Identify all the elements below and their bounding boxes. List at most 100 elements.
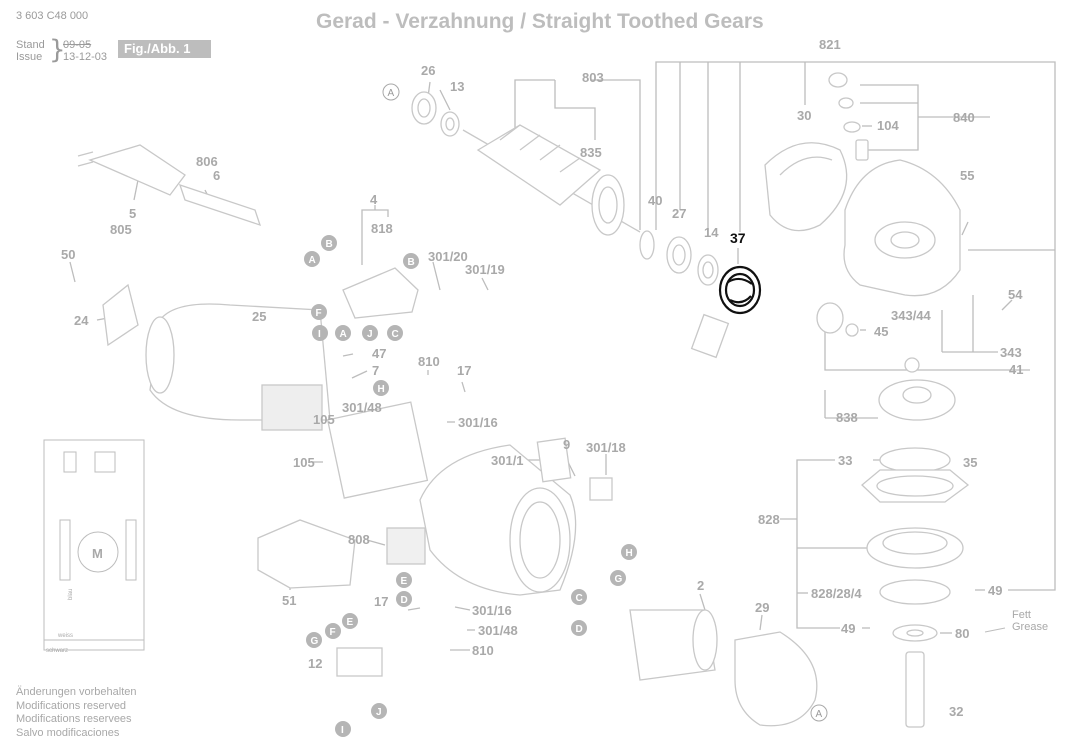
svg-text:I: I: [318, 329, 321, 340]
part-label: 806: [196, 154, 218, 169]
footer-notes: Änderungen vorbehalten Modifications res…: [16, 686, 136, 740]
part-label-highlighted: 37: [730, 230, 746, 246]
svg-text:B: B: [326, 239, 333, 250]
part-label: 7: [372, 363, 379, 378]
ref-marker-j: J: [371, 703, 387, 719]
part-label: 49: [841, 621, 855, 636]
ref-marker-e: E: [396, 572, 412, 588]
part-label: 54: [1008, 287, 1023, 302]
footer-note: Modifications reserved: [16, 699, 127, 712]
schematic-wire-white: weiss: [57, 633, 73, 639]
ref-marker-f: F: [311, 304, 327, 320]
part-label: 810: [418, 354, 440, 369]
part-label: 49: [988, 583, 1002, 598]
part-label: 2: [697, 578, 704, 593]
part-label: 301/48: [478, 623, 518, 638]
part-label: 26: [421, 63, 435, 78]
schematic-wire-blue: blau: [68, 589, 74, 600]
figure-label: Fig./Abb. 1: [124, 41, 191, 56]
part-label: 808: [348, 532, 370, 547]
figure-badge: [118, 40, 211, 58]
part-label: 810: [472, 643, 494, 658]
diagram-title: Gerad - Verzahnung / Straight Toothed Ge…: [316, 10, 764, 33]
ref-marker-b: B: [321, 235, 337, 251]
ref-marker-c: C: [571, 589, 587, 605]
svg-text:D: D: [576, 624, 583, 635]
part-label: 5: [129, 206, 136, 221]
ref-marker-d: D: [396, 591, 412, 607]
part-label: 821: [819, 37, 841, 52]
stand-date: 09-05: [63, 39, 92, 51]
grease-note-en: Grease: [1012, 621, 1048, 633]
ref-marker-j: J: [362, 325, 378, 341]
part-label: 343: [1000, 345, 1022, 360]
ref-marker-c: C: [387, 325, 403, 341]
part-label: 40: [648, 193, 662, 208]
part-label: 32: [949, 704, 963, 719]
part-label: 51: [282, 593, 296, 608]
svg-text:F: F: [330, 627, 336, 638]
part-label: 838: [836, 410, 858, 425]
leader-lines: [69, 61, 1056, 651]
ref-marker-i: I: [312, 325, 328, 341]
ref-marker-a-outline: A: [382, 83, 400, 101]
schematic-motor-label: M: [92, 546, 103, 561]
part-label: 803: [582, 70, 604, 85]
reference-markers: B A B F I A J C H H G C D E D E F G I J …: [304, 83, 828, 737]
svg-text:C: C: [392, 329, 399, 340]
svg-text:A: A: [340, 329, 347, 340]
ref-marker-d: D: [571, 620, 587, 636]
issue-date: 13-12-03: [63, 51, 108, 63]
part-label: 301/19: [465, 262, 505, 277]
part-label: 80: [955, 626, 969, 641]
svg-text:A: A: [816, 709, 823, 720]
component-drawings: [77, 72, 970, 728]
svg-text:E: E: [401, 576, 408, 587]
part-label: 13: [450, 79, 464, 94]
part-label: 45: [874, 324, 888, 339]
part-label: 27: [672, 206, 686, 221]
part-number-labels: 26 13 803 835 821 840 104 30 55 40 27 14…: [61, 37, 1023, 719]
schematic-wire-black: schwarz: [46, 648, 68, 654]
svg-text:C: C: [576, 593, 583, 604]
svg-text:I: I: [341, 725, 344, 736]
part-label: 33: [838, 453, 852, 468]
part-label: 24: [74, 313, 89, 328]
ref-marker-h: H: [373, 380, 389, 396]
part-label: 805: [110, 222, 132, 237]
ref-marker-h: H: [621, 544, 637, 560]
part-label: 29: [755, 600, 769, 615]
ref-marker-a-outline: A: [810, 704, 828, 722]
stand-label: Stand: [16, 39, 45, 51]
ref-marker-g: G: [306, 632, 322, 648]
part-37-bearing-drawing: [718, 265, 762, 315]
svg-text:H: H: [626, 548, 633, 559]
ref-marker-g: G: [610, 570, 626, 586]
ref-marker-b: B: [403, 253, 419, 269]
footer-note: Änderungen vorbehalten: [16, 686, 137, 698]
part-label: 47: [372, 346, 386, 361]
part-label: 55: [960, 168, 974, 183]
part-label: 17: [457, 363, 471, 378]
part-label: 9: [563, 437, 570, 452]
svg-text:E: E: [347, 617, 354, 628]
part-label: 12: [308, 656, 322, 671]
part-label: 301/18: [586, 440, 626, 455]
part-label: 35: [963, 455, 977, 470]
wiring-schematic: [43, 439, 145, 651]
part-label: 840: [953, 110, 975, 125]
part-label: 105: [293, 455, 315, 470]
ref-marker-i: I: [335, 721, 351, 737]
part-label: 818: [371, 221, 393, 236]
svg-text:B: B: [408, 257, 415, 268]
svg-text:A: A: [388, 88, 395, 99]
issue-label: Issue: [16, 51, 43, 63]
svg-text:H: H: [378, 384, 385, 395]
part-label: 14: [704, 225, 719, 240]
part-label: 301/1: [491, 453, 524, 468]
part-label: 25: [252, 309, 266, 324]
part-label: 343/44: [891, 308, 932, 323]
ref-marker-f: F: [325, 623, 341, 639]
